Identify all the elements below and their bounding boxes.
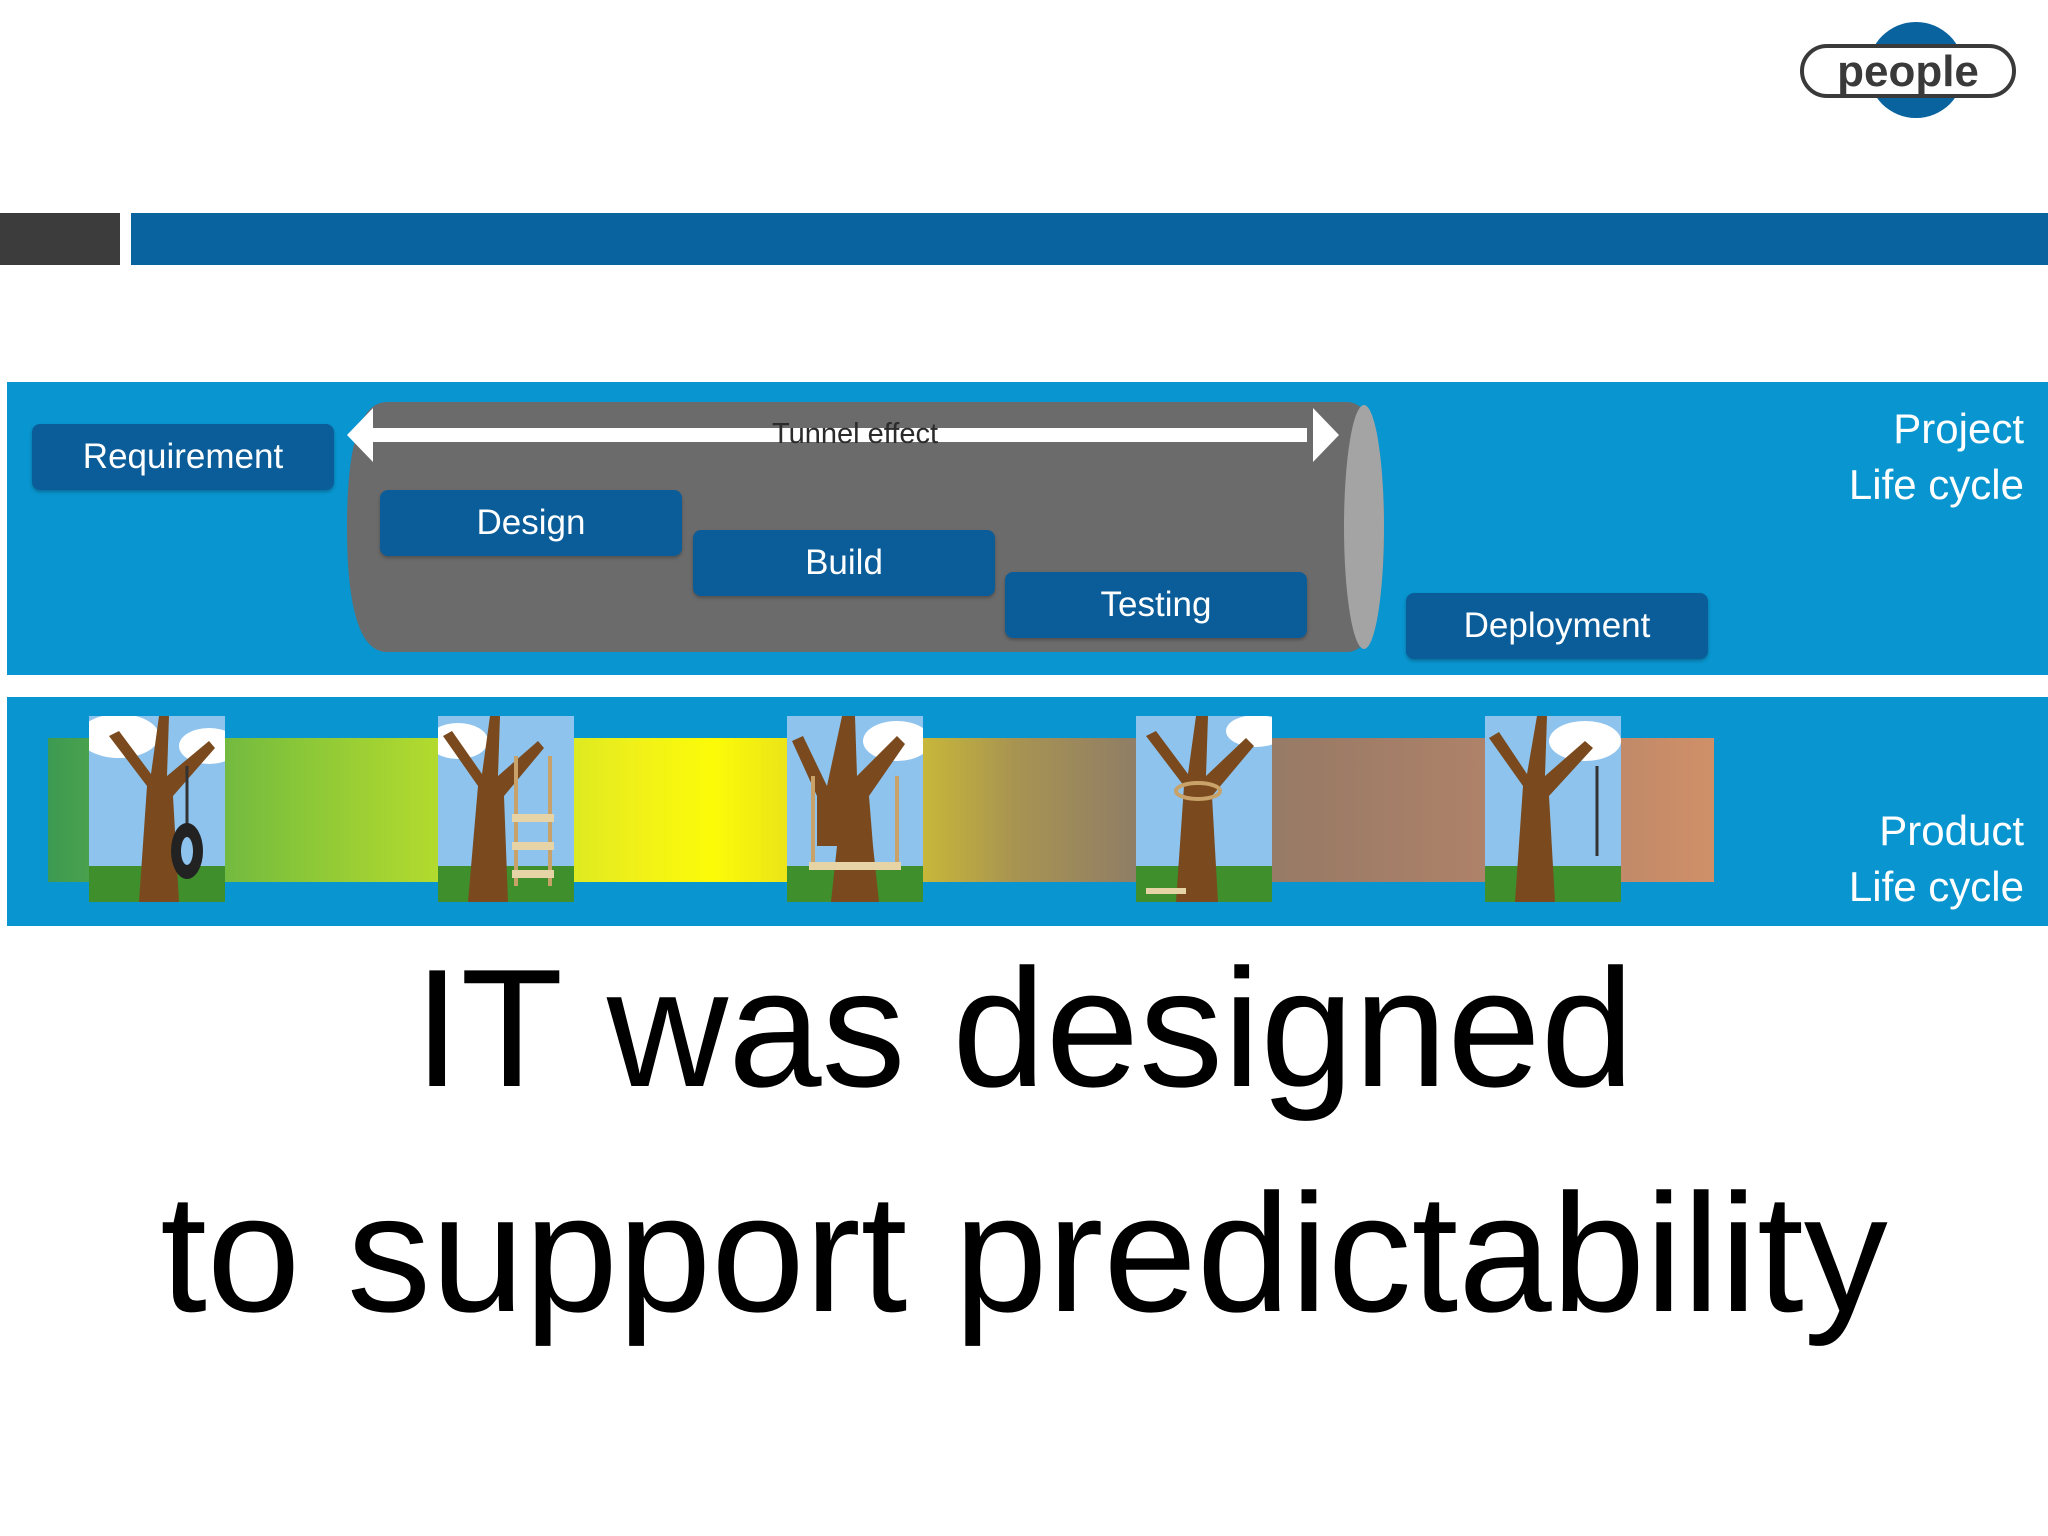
- stage-build: Build: [693, 530, 995, 596]
- cut-trunk-swing-tree-icon: [787, 716, 923, 902]
- tunnel-effect-label: Tunnel effect: [771, 418, 939, 450]
- header-bar-blue: [131, 213, 2048, 265]
- stage-testing: Testing: [1005, 572, 1307, 638]
- tunnel-double-arrow: [347, 408, 1339, 462]
- header-bar-dark: [0, 213, 120, 265]
- ladder-swing-tree-icon: [438, 716, 574, 902]
- slide-title-line1: IT was designed: [413, 934, 1635, 1122]
- product-label-line2: Life cycle: [1848, 863, 2024, 910]
- tire-swing-tree-icon: [89, 716, 225, 902]
- tied-swing-tree-icon: [1136, 716, 1272, 902]
- people-logo: people: [1800, 22, 2016, 118]
- rope-swing-tree-icon: [1485, 716, 1621, 902]
- slide-title-line2: to support predictability: [160, 1159, 1888, 1347]
- logo-text: people: [1837, 47, 1979, 96]
- stage-design: Design: [380, 490, 682, 556]
- project-lifecycle-label: Project Life cycle: [1804, 401, 2024, 513]
- product-label-line1: Product: [1879, 807, 2024, 854]
- project-label-line2: Life cycle: [1848, 461, 2024, 508]
- product-lifecycle-label: Product Life cycle: [1804, 803, 2024, 915]
- stage-deployment: Deployment: [1406, 593, 1708, 659]
- project-label-line1: Project: [1893, 405, 2024, 452]
- stage-requirement: Requirement: [32, 424, 334, 490]
